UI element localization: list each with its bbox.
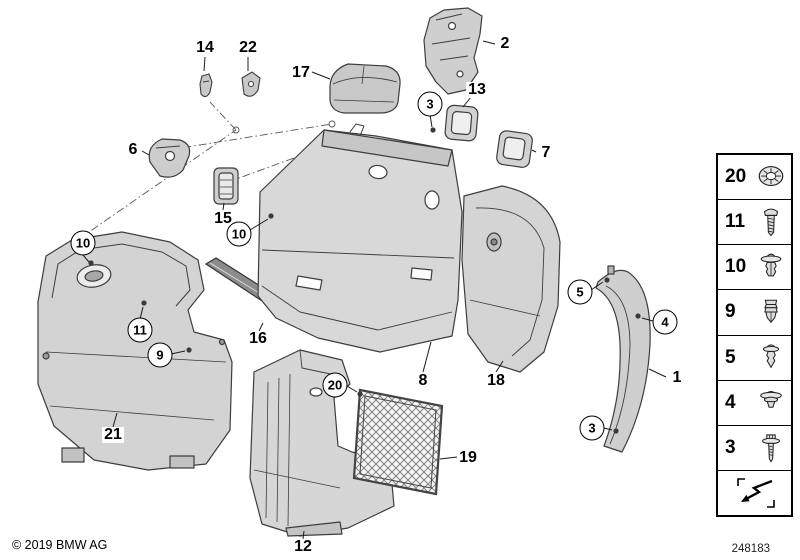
callout-circled-9[interactable]: 9 [147,342,173,368]
callout-circled-3-bottom[interactable]: 3 [579,415,605,441]
leader-lines [82,40,667,540]
part-22-clip [241,71,261,97]
legend-row-10[interactable]: 10 [718,245,791,291]
part-2-mounting-bracket [423,7,483,95]
pan-head-screw-icon [763,208,779,237]
legend-row-3[interactable]: 3 [718,426,791,471]
legend-number: 9 [725,301,736,323]
part-19-luggage-net [352,388,444,496]
diagram-number: 248183 [731,543,770,555]
callout-circled-11[interactable]: 11 [127,317,153,343]
callout-circled-3-top[interactable]: 3 [417,91,443,117]
callout-16[interactable]: 16 [247,330,269,347]
part-6-bracket [148,138,191,178]
cross-reference-arrow-icon [736,478,775,508]
legend-number: 3 [725,436,736,458]
legend-row-reference[interactable] [718,471,791,515]
callout-14[interactable]: 14 [194,39,216,56]
callout-18[interactable]: 18 [485,372,507,389]
callout-circled-20[interactable]: 20 [322,372,348,398]
callout-circled-10-main[interactable]: 10 [226,221,252,247]
legend-row-11[interactable]: 11 [718,200,791,246]
part-7-grommet [496,130,533,168]
legend-number: 10 [725,256,747,278]
callout-21[interactable]: 21 [102,426,124,443]
callout-circled-5[interactable]: 5 [567,279,593,305]
callout-circled-10-left[interactable]: 10 [70,230,96,256]
part-21-left-side-trim [37,231,233,471]
legend-number: 5 [725,346,736,368]
blind-rivet-icon [762,343,780,368]
starlock-washer-icon [758,166,784,187]
legend-row-9[interactable]: 9 [718,290,791,336]
legend-row-4[interactable]: 4 [718,381,791,426]
callout-6[interactable]: 6 [126,141,140,158]
callout-1[interactable]: 1 [670,369,684,386]
callout-7[interactable]: 7 [539,144,553,161]
part-15-bracket [213,167,239,205]
callout-13[interactable]: 13 [466,81,488,98]
callout-2[interactable]: 2 [498,35,512,52]
part-18-side-trim-panel [461,185,561,373]
legend-number: 4 [725,391,736,413]
legend-row-5[interactable]: 5 [718,336,791,381]
part-14-clip [199,73,213,98]
callout-22[interactable]: 22 [237,39,259,56]
callout-17[interactable]: 17 [290,64,312,81]
expansion-rivet-icon [760,253,782,277]
flange-screw-icon [762,434,780,463]
part-8-trunk-trim-panel [257,123,463,353]
legend-number: 20 [725,166,747,188]
expanding-nut-icon [764,300,778,324]
fastener-marks [88,127,641,434]
legend-number: 11 [725,211,746,233]
callout-19[interactable]: 19 [457,449,479,466]
part-17-cover [329,63,401,114]
callout-circled-4[interactable]: 4 [652,309,678,335]
part-13-grommet [444,104,479,142]
copyright-text: © 2019 BMW AG [12,538,108,552]
callout-8[interactable]: 8 [416,372,430,389]
callout-15[interactable]: 15 [212,210,234,227]
fastener-legend: 20 11 [716,153,793,517]
body-plug-icon [760,390,782,408]
callout-12[interactable]: 12 [292,538,314,555]
legend-row-20[interactable]: 20 [718,155,791,201]
